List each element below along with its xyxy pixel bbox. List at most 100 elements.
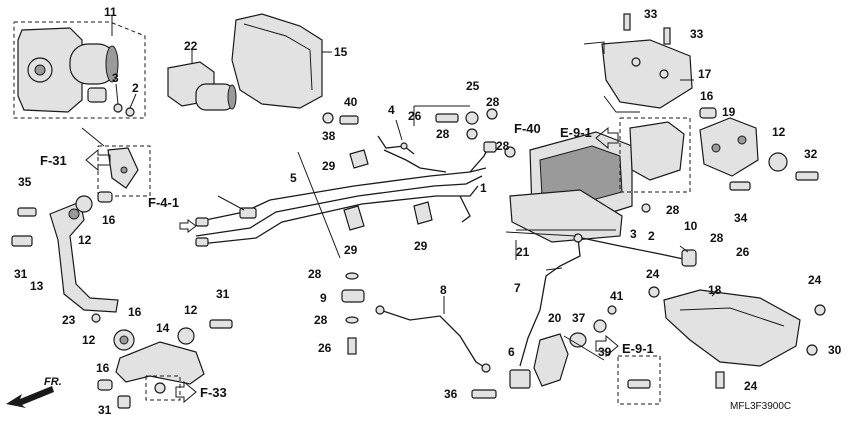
leader-lines bbox=[81, 16, 719, 361]
parts-9-28-26-joint bbox=[341, 272, 365, 355]
part-14-bracket bbox=[91, 313, 233, 409]
callout-22: 22 bbox=[184, 39, 198, 53]
part-36-bolt bbox=[471, 389, 497, 399]
callout-12b: 12 bbox=[78, 233, 92, 247]
callout-18: 18 bbox=[708, 283, 722, 297]
callout-12a: 12 bbox=[772, 125, 786, 139]
parts-20-6-bracket bbox=[509, 333, 569, 389]
callout-8: 8 bbox=[440, 283, 447, 297]
callout-40: 40 bbox=[344, 95, 358, 109]
ref-tag-f33: F-33 bbox=[200, 385, 227, 400]
callout-3: 3 bbox=[112, 71, 119, 85]
callout-31c: 31 bbox=[98, 403, 112, 417]
callout-29b: 29 bbox=[344, 243, 358, 257]
callout-6: 6 bbox=[508, 345, 515, 359]
ref-tag-f41: F-4-1 bbox=[148, 195, 180, 210]
front-direction-arrow bbox=[6, 386, 54, 408]
callout-31b: 31 bbox=[216, 287, 230, 301]
ref-tag-f31: F-31 bbox=[40, 153, 67, 168]
callout-33b: 33 bbox=[690, 27, 704, 41]
part-11-modulator-assembly bbox=[13, 21, 146, 119]
callout-28g: 28 bbox=[710, 231, 724, 245]
callout-35: 35 bbox=[18, 175, 32, 189]
callout-25: 25 bbox=[466, 79, 480, 93]
callout-13: 13 bbox=[30, 279, 44, 293]
callout-10: 10 bbox=[684, 219, 698, 233]
callout-11: 11 bbox=[104, 5, 117, 19]
callout-38: 38 bbox=[322, 129, 336, 143]
callout-21: 21 bbox=[516, 245, 530, 259]
callout-16a: 16 bbox=[700, 89, 714, 103]
e91-bottom-subassembly bbox=[617, 355, 661, 405]
part-8-brake-pipe bbox=[375, 305, 491, 373]
part-17-bracket bbox=[583, 13, 693, 113]
part-5-brake-pipes bbox=[195, 135, 497, 247]
part-13-stay bbox=[49, 195, 119, 313]
callout-29a: 29 bbox=[322, 159, 336, 173]
reference-arrows bbox=[85, 126, 619, 404]
callout-24c: 24 bbox=[744, 379, 758, 393]
callout-16c: 16 bbox=[128, 305, 142, 319]
center-bolts-25-26-28 bbox=[413, 105, 516, 158]
callout-7: 7 bbox=[514, 281, 521, 295]
part-15-cover bbox=[231, 13, 332, 109]
callout-28a: 28 bbox=[486, 95, 500, 109]
callout-31a: 31 bbox=[14, 267, 28, 281]
callout-12c: 12 bbox=[82, 333, 96, 347]
callout-20: 20 bbox=[548, 311, 562, 325]
callout-15: 15 bbox=[334, 45, 348, 59]
callout-16d: 16 bbox=[96, 361, 110, 375]
callout-17: 17 bbox=[698, 67, 712, 81]
f31-bracket-piece bbox=[97, 145, 151, 197]
callout-26b: 26 bbox=[318, 341, 332, 355]
parts-12-32-34-right bbox=[729, 152, 819, 191]
callout-36: 36 bbox=[444, 387, 458, 401]
e91-top-subassembly bbox=[619, 117, 691, 193]
bolts-group-2-3 bbox=[113, 83, 137, 117]
callout-41: 41 bbox=[610, 289, 624, 303]
callout-2: 2 bbox=[132, 81, 139, 95]
parts-37-39-41 bbox=[569, 305, 617, 348]
part-21-abs-modulator bbox=[509, 131, 651, 243]
ref-tag-e91-top: E-9-1 bbox=[560, 125, 592, 140]
callout-19: 19 bbox=[722, 105, 736, 119]
callout-5: 5 bbox=[290, 171, 297, 185]
part-22-relay bbox=[167, 52, 237, 111]
ref-tag-f40: F-40 bbox=[514, 121, 541, 136]
callout-39: 39 bbox=[598, 345, 612, 359]
callout-26a: 26 bbox=[408, 109, 422, 123]
callout-28b: 28 bbox=[436, 127, 450, 141]
callout-30: 30 bbox=[828, 343, 842, 357]
callout-23: 23 bbox=[62, 313, 76, 327]
part-19-plate bbox=[699, 117, 759, 177]
part-16-bolt-right bbox=[699, 107, 717, 119]
callout-9: 9 bbox=[320, 291, 327, 305]
ref-tag-e91-bottom: E-9-1 bbox=[622, 341, 654, 356]
callout-12d: 12 bbox=[184, 303, 198, 317]
callout-29c: 29 bbox=[414, 239, 428, 253]
direction-label: FR. bbox=[44, 376, 62, 388]
callout-26c: 26 bbox=[736, 245, 750, 259]
part-29-clamps bbox=[343, 149, 433, 231]
parts-24-bolts bbox=[648, 286, 725, 389]
callout-28c: 28 bbox=[496, 139, 510, 153]
callout-34: 34 bbox=[734, 211, 748, 225]
callout-28f: 28 bbox=[666, 203, 680, 217]
callout-2b: 2 bbox=[648, 229, 655, 243]
callout-14: 14 bbox=[156, 321, 170, 335]
callout-16b: 16 bbox=[102, 213, 116, 227]
callout-33a: 33 bbox=[644, 7, 658, 21]
left-side-bolts bbox=[11, 191, 113, 247]
parts-38-40-bolts bbox=[322, 112, 359, 125]
callout-32: 32 bbox=[804, 147, 818, 161]
diagram-code: MFL3F3900C bbox=[730, 401, 792, 412]
callout-24a: 24 bbox=[646, 267, 660, 281]
callout-28d: 28 bbox=[308, 267, 322, 281]
callout-4: 4 bbox=[388, 103, 395, 117]
part-18-lower-cover bbox=[663, 289, 826, 367]
callout-1: 1 bbox=[480, 181, 487, 195]
callout-24b: 24 bbox=[808, 273, 822, 287]
callout-37: 37 bbox=[572, 311, 586, 325]
part-7-brake-pipe bbox=[519, 233, 697, 367]
